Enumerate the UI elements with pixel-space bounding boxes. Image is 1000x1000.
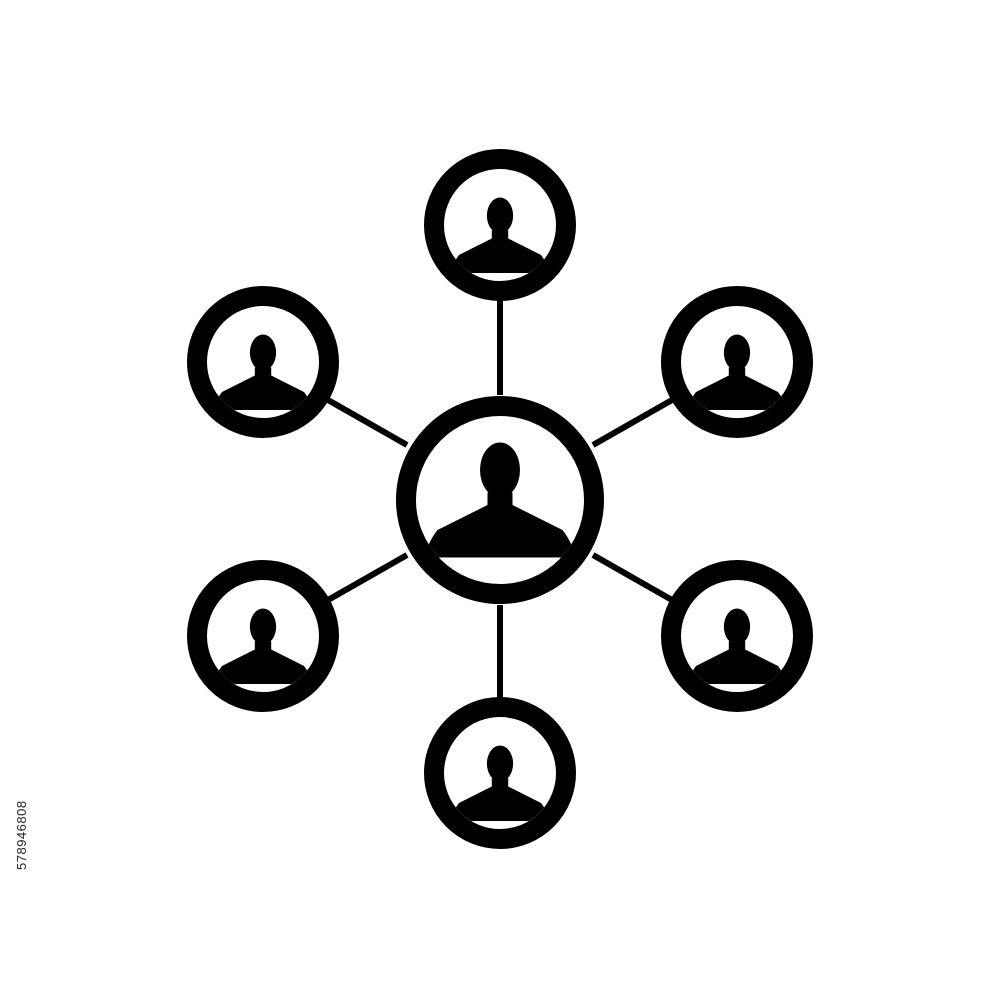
user-node-upper-left (187, 286, 339, 438)
user-node-bottom (424, 697, 576, 849)
stock-id-text: 578946808 (14, 800, 29, 870)
user-node-upper-right (661, 286, 813, 438)
connector-lower-left (326, 552, 409, 603)
user-node-lower-right (661, 560, 813, 712)
connector-lines (326, 300, 674, 700)
connector-lower-right (591, 552, 674, 603)
center-user-node (396, 396, 604, 604)
connector-upper-left (326, 397, 409, 448)
connector-upper-right (591, 397, 674, 448)
user-node-top (424, 149, 576, 301)
user-node-lower-left (187, 560, 339, 712)
